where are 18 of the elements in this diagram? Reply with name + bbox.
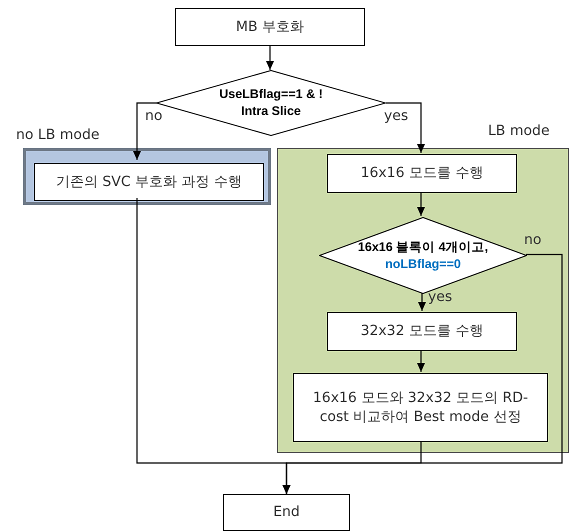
process-box: End [223, 494, 350, 531]
arrow [282, 254, 563, 494]
process-box: MB 부호화 [175, 8, 365, 46]
panel-heading: no LB mode [16, 127, 100, 143]
edge-label: no [524, 232, 542, 248]
arrow [417, 192, 425, 216]
arrow [266, 46, 274, 70]
edge-label: no [145, 108, 162, 124]
process-box: 기존의 SVC 부호화 과정 수행 [34, 163, 264, 201]
arrow [133, 102, 157, 160]
panel-heading: LB mode [488, 123, 550, 139]
arrow [386, 102, 425, 153]
process-box: 16x16 모드를 수행 [327, 154, 517, 193]
process-box: 32x32 모드를 수행 [327, 312, 517, 351]
arrow [417, 350, 425, 372]
edge-label: yes [384, 108, 408, 124]
arrow [418, 293, 426, 311]
process-box: 16x16 모드와 32x32 모드의 RD-cost 비교하여 Best mode 선정 [293, 373, 548, 442]
